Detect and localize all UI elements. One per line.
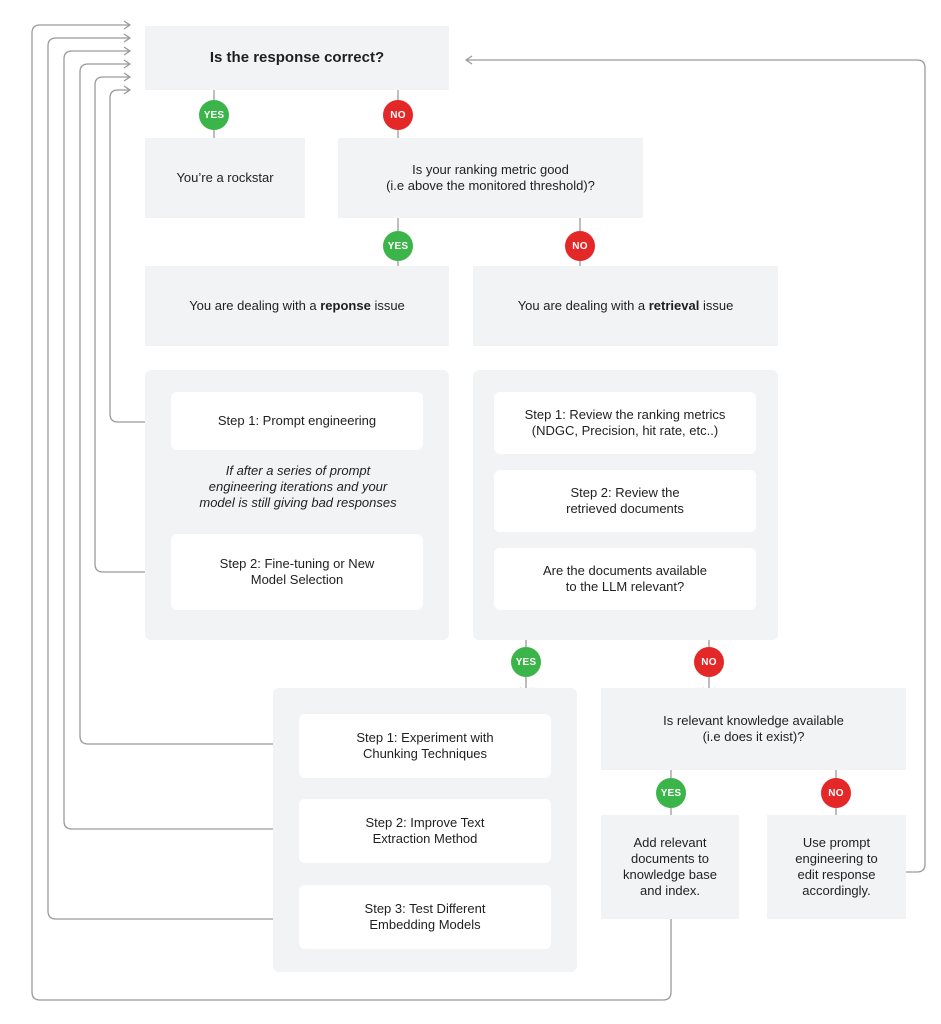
prompt-engineering-step: Step 1: Prompt engineering [171,392,423,450]
loop-prompt-edit [465,55,926,873]
loop-add-documents [31,20,672,1001]
rockstar-box: You’re a rockstar [145,138,305,218]
embedding-models-step: Step 3: Test Different Embedding Models [299,885,551,949]
response-issue-box: You are dealing with a reponse issue [145,266,449,346]
yes-badge: YES [383,231,413,261]
ranking-question-line1: Is your ranking metric good [412,162,569,177]
no-badge: NO [565,231,595,261]
yes-badge: YES [656,778,686,808]
add-documents-box: Add relevant documents to knowledge base… [601,815,739,919]
response-issue-text: You are dealing with a reponse issue [189,298,405,313]
review-ranking-step: Step 1: Review the ranking metrics (NDGC… [494,392,756,454]
no-badge: NO [383,100,413,130]
prompt-iterations-note: If after a series of prompt engineering … [199,463,397,510]
knowledge-question-box: Is relevant knowledge available (i.e doe… [601,688,906,770]
text-extraction-step: Step 2: Improve Text Extraction Method [299,799,551,863]
no-badge: NO [694,647,724,677]
chunking-step: Step 1: Experiment with Chunking Techniq… [299,714,551,778]
loop-fine-tuning [94,72,170,573]
rockstar-text: You’re a rockstar [176,170,274,185]
loop-prompt-engineering [109,85,170,423]
yes-badge: YES [511,647,541,677]
no-badge: NO [821,778,851,808]
retrieval-issue-text: You are dealing with a retrieval issue [517,298,734,313]
root-question-text: Is the response correct? [209,49,385,66]
ranking-question-line2: (i.e above the monitored threshold)? [386,178,595,193]
prompt-edit-box: Use prompt engineering to edit response … [767,815,906,919]
root-question-box: Is the response correct? [145,26,449,90]
retrieval-issue-box: You are dealing with a retrieval issue [473,266,778,346]
yes-badge: YES [199,100,229,130]
loop-chunking [79,59,298,745]
review-documents-step: Step 2: Review the retrieved documents [494,470,756,532]
loop-embedding [47,33,298,920]
ranking-question-box: Is your ranking metric good (i.e above t… [338,138,643,218]
fine-tuning-step: Step 2: Fine-tuning or New Model Selecti… [171,534,423,610]
loop-text-extraction [63,46,298,830]
documents-relevant-question: Are the documents available to the LLM r… [494,548,756,610]
